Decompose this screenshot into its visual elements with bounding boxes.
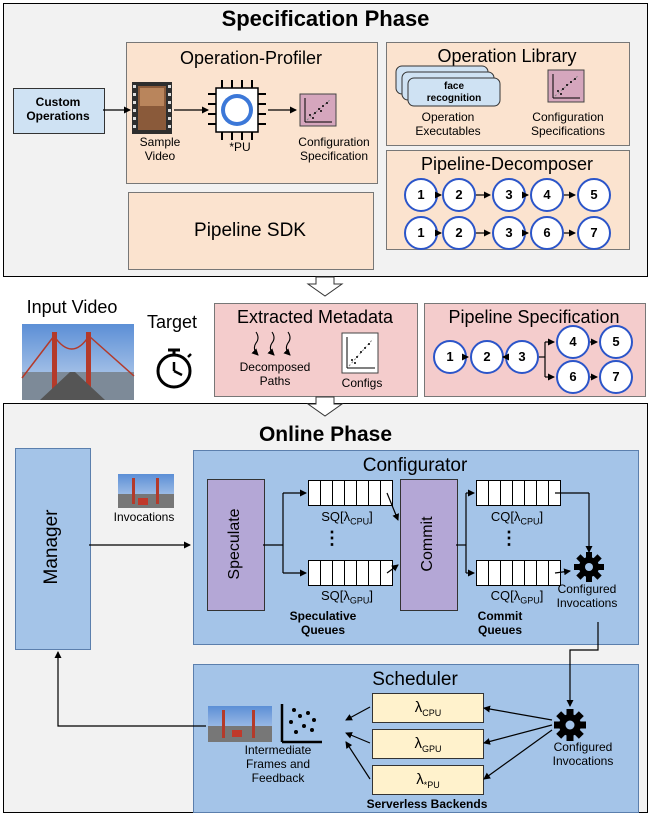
spec-node: 4 [556,325,590,359]
executable-cards-icon: face recognition [395,65,501,107]
to-scheduler-arrow [566,622,599,707]
decomposer-node: 4 [530,178,564,212]
decomposer-node: 2 [442,178,476,212]
decomposed-paths-icon [251,331,291,356]
sample-video-label: Sample Video [139,135,181,163]
target-label: Target [146,312,198,332]
feedback-thumbnail [208,706,272,742]
decomposer-node: 3 [492,216,526,250]
scheduler-title: Scheduler [372,669,458,690]
custom-operations-label: Custom Operations [26,95,90,123]
commit-queues-label: Commit Queues [477,609,523,637]
feedback-label: Intermediate Frames and Feedback [244,743,312,785]
scheduler-configured-label: Configured Invocations [552,740,614,768]
flow-arrow-down [306,396,344,417]
spec-phase-title: Specification Phase [221,6,430,31]
sq-dots: ⋮ [323,528,341,548]
lambda-gpu-box: λGPU [372,729,484,759]
serverless-backends-label: Serverless Backends [366,797,488,811]
flow-arrow-down [306,276,344,297]
sq-gpu-queue [308,560,393,586]
pipeline-sdk-box [128,192,374,270]
lambda-pu-box: λ*PU [372,765,484,795]
feedback-arrow [54,651,206,727]
configurator-title: Configurator [362,455,468,476]
decomposed-paths-label: Decomposed Paths [239,360,311,388]
executables-label: Operation Executables [415,110,481,138]
sq-cpu-label: SQ[λCPU] [321,509,373,527]
spec-node: 5 [599,325,633,359]
configured-invocations-label: Configured Invocations [556,582,618,610]
pu-label: *PU [229,140,251,154]
library-scatter-icon [547,69,585,103]
input-video-label: Input Video [26,297,118,317]
config-spec-label: Configuration Specification [298,135,370,163]
pipeline-spec-title: Pipeline Specification [448,307,620,327]
decomposer-node: 5 [577,178,611,212]
stopwatch-icon [156,348,192,389]
pipeline-sdk-label: Pipeline SDK [194,220,306,241]
cq-cpu-label: CQ[λCPU] [490,509,544,527]
speculate-box [207,479,265,611]
config-specs-label: Configuration Specifications [530,110,606,138]
profiler-title: Operation-Profiler [179,48,323,68]
decomposer-node: 7 [577,216,611,250]
gear-icon [574,552,604,582]
decomposer-node: 6 [530,216,564,250]
decomposer-node: 2 [442,216,476,250]
online-phase-title: Online Phase [258,423,393,446]
commit-box [400,479,458,611]
lambda-cpu-box: λCPU [372,693,484,723]
speculative-queues-label: Speculative Queues [289,609,357,637]
scatter-plot-icon [299,93,337,127]
cq-dots: ⋮ [500,528,518,548]
invocations-label: Invocations [113,510,175,524]
configs-label: Configs [341,376,383,390]
cq-cpu-queue [476,480,561,506]
spec-node: 1 [433,340,467,374]
spec-node: 7 [599,360,633,394]
card-text-1: face [444,81,464,92]
library-title: Operation Library [437,46,577,66]
input-video-thumbnail [21,324,135,400]
decomposer-title: Pipeline-Decomposer [420,154,594,174]
manager-box [15,448,91,650]
gear-icon [554,709,586,741]
cq-gpu-label: CQ[λGPU] [490,588,544,606]
chip-icon [208,80,266,140]
extracted-title: Extracted Metadata [236,307,394,327]
card-text-2: recognition [427,93,481,104]
configs-scatter-icon [341,332,379,374]
feedback-scatter-icon [280,704,322,744]
sq-gpu-label: SQ[λGPU] [320,588,374,606]
invocations-thumbnail [118,474,174,508]
extracted-metadata-box [214,303,418,397]
spec-node: 6 [556,360,590,394]
custom-operations-box [13,88,105,134]
film-strip-icon [132,82,172,134]
